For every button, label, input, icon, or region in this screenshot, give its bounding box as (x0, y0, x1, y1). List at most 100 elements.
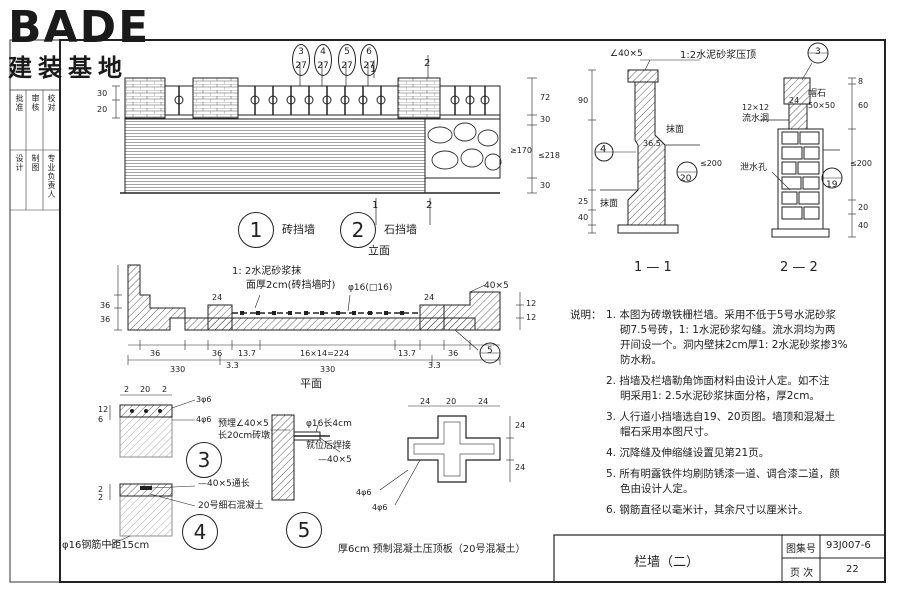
d4-note-a: —40×5通长 (198, 479, 250, 489)
slab-dim-24a: 24 (420, 397, 431, 406)
section11-ref-4: 4 (600, 144, 607, 155)
elevation-badge-1: 1 (238, 212, 274, 248)
note-line-4: 防水粉。 (620, 354, 662, 366)
section22-hole-size: 12×12 (742, 103, 770, 112)
elevation-view (112, 55, 537, 225)
detail5-pier (271, 414, 295, 501)
pier-3 (397, 77, 441, 119)
cut-mark-1-top: 1 (370, 64, 377, 75)
notes-heading: 说明： (570, 309, 602, 321)
section22-dim-20: 20 (858, 203, 869, 212)
section11-dim-200: ≤200 (700, 159, 722, 168)
d3-dim-2b: 2 (162, 385, 168, 394)
sidebar-label-specialty: 专业负责人 (47, 154, 56, 199)
note-line-2: 砌7.5号砖，1: 1水泥砂浆勾缝。流水洞均为两 (620, 324, 836, 336)
title-block (553, 534, 886, 583)
sidebar-label-drafting: 制图 (31, 154, 40, 172)
brand-subtitle: 建装基地 (8, 54, 128, 82)
slab-side-24a: 24 (515, 421, 526, 430)
elev-dim-72: 72 (540, 93, 551, 102)
wall-body (124, 117, 426, 194)
d4-note-b: 20号细石混凝土 (198, 501, 264, 511)
section2-footing (771, 228, 830, 238)
section22-weep: 泄水孔 (740, 163, 768, 173)
cut-mark-1-bottom: 1 (372, 200, 379, 211)
section22-dim-200: ≤200 (850, 159, 872, 168)
elevation-caption-stone: 石挡墙 (384, 223, 417, 236)
slab-bar-b: 4φ6 (372, 503, 388, 512)
plan-dim-36b: 36 (212, 349, 223, 358)
section11-angle: ∠40×5 (610, 49, 643, 59)
detail-badge-5: 5 (286, 512, 322, 548)
plan-dim-side-36b: 36 (100, 315, 111, 324)
elevation-badge-2: 2 (340, 212, 376, 248)
section1-cap (627, 69, 659, 83)
d3-dim-6: 6 (98, 415, 104, 424)
plan-right-end (443, 291, 501, 331)
sidebar-label-check: 校对 (47, 94, 56, 112)
cut-mark-2-bottom: 2 (426, 200, 433, 211)
pier-1 (124, 77, 166, 119)
plan-dim-side-12a: 12 (526, 299, 537, 308)
section11-top-label: 1:2水泥砂浆压顶 (680, 50, 757, 61)
set-label: 图集号 (786, 544, 816, 555)
d5-note-a: 预埋∠40×5 (218, 419, 269, 429)
section11-dim-90: 90 (578, 96, 589, 105)
d4-dim-2b: 2 (98, 493, 104, 502)
plan-dim-3-3a: 3.3 (226, 361, 239, 370)
plan-rebar: φ16(□16) (348, 283, 393, 293)
d3-bar-3phi6: 3φ6 (196, 395, 212, 404)
elev-dim-30b: 30 (540, 181, 551, 190)
elev-dim-left-30: 30 (97, 89, 108, 98)
plan-left-pier (127, 264, 186, 331)
slab-bar-a: 4φ6 (356, 488, 372, 497)
d3-dim-20: 20 (140, 385, 151, 394)
note-line-6: 明采用1: 2.5水泥砂浆抹面分格，厚2cm。 (620, 390, 820, 402)
section-1-1 (588, 59, 700, 234)
note-line-3: 开间设一个。洞内壁抹2cm厚1: 2水泥砂浆掺3% (620, 339, 848, 351)
detail-5 (270, 414, 341, 501)
section22-dim-40: 40 (858, 221, 869, 230)
plan-dim-13-7a: 13.7 (238, 349, 256, 358)
slab-side-24b: 24 (515, 463, 526, 472)
note-line-11: 色由设计人定。 (620, 483, 694, 495)
sheet-title: 栏墙（二） (634, 555, 700, 570)
railing-2 (237, 85, 399, 116)
plan-dim-side-12b: 12 (526, 313, 537, 322)
detail-badge-3: 3 (186, 442, 222, 478)
d5-note-d: 就位后焊接 (306, 441, 352, 451)
plan-ref-5: 5 (487, 346, 493, 356)
section11-label-36: 36.5 (643, 139, 661, 148)
detail-badge-4: 4 (182, 514, 218, 550)
section2-cap (783, 77, 811, 105)
section22-dim-60: 60 (858, 101, 869, 110)
d3-bar-4phi6: 4φ6 (196, 415, 212, 424)
note-line-12: 6. 钢筋直径以毫米计，其余尺寸以厘米计。 (606, 504, 809, 516)
section11-ref-20: 20 (680, 174, 692, 184)
slab-caption: 厚6cm 预制混凝土压顶板（20号混凝土） (338, 544, 526, 555)
plan-view (114, 264, 524, 365)
d4-dim-2a: 2 (98, 485, 104, 494)
plan-pier-right (419, 304, 445, 331)
note-line-7: 3. 人行道小挡墙选自19、20页图。墙顶和混凝土 (606, 411, 836, 423)
coping-strip (124, 114, 501, 120)
page-label: 页 次 (790, 568, 814, 579)
section22-dim-8: 8 (858, 77, 864, 86)
plan-angle: 40×5 (484, 281, 509, 291)
elevation-caption-brick: 砖挡墙 (282, 223, 315, 236)
page-value: 22 (846, 564, 859, 575)
detail-4 (109, 483, 196, 546)
sidebar-label-approve: 批准 (15, 94, 24, 112)
d3-dim-12: 12 (98, 405, 109, 414)
elev-dim-30: 30 (540, 115, 551, 124)
plan-dim-top-24a: 24 (212, 293, 223, 302)
section1-wall (627, 81, 666, 226)
plan-dim-top-24b: 24 (424, 293, 435, 302)
section22-title: 2 — 2 (780, 260, 818, 275)
d5-note-c: φ16长4cm (306, 419, 352, 429)
detail-3 (109, 394, 196, 458)
